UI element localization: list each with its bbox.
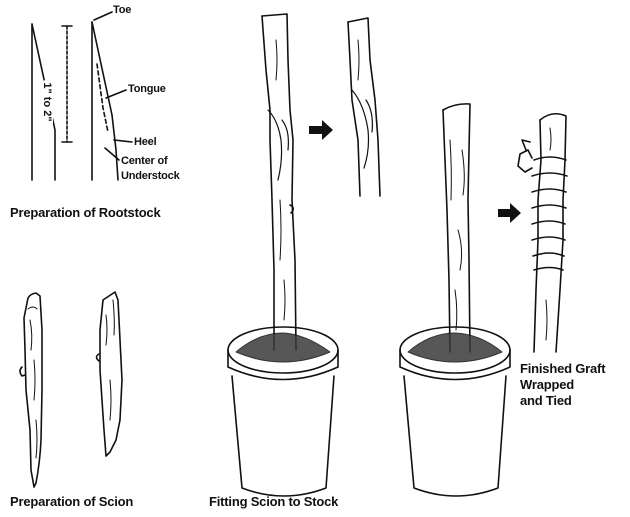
finished-graft (517, 112, 568, 353)
caption-prep-scion: Preparation of Scion (10, 494, 134, 509)
label-center-of-understock-line2: Understock (121, 170, 180, 182)
caption-prep-rootstock: Preparation of Rootstock (10, 205, 161, 220)
joint-closeup (347, 17, 381, 197)
scion-stem-2 (442, 103, 471, 353)
measurement-bar (61, 25, 73, 143)
caption-finished-line1: Finished Graft (520, 361, 606, 376)
caption-finished-line3: and Tied (520, 393, 572, 408)
arrow-right-icon (309, 120, 333, 140)
label-center-of-understock-line1: Center of (121, 155, 168, 167)
label-heel: Heel (134, 136, 157, 148)
label-measurement: 1" to 2" (41, 80, 53, 124)
rootstock-left-cut (31, 23, 56, 181)
fitting-pot (227, 326, 339, 497)
fitting-stem (261, 13, 297, 351)
label-tongue: Tongue (128, 83, 166, 95)
caption-finished-line2: Wrapped (520, 377, 574, 392)
rootstock-leaders (93, 11, 133, 161)
arrow-right-icon (498, 203, 521, 223)
scion-right (95, 291, 123, 457)
scion-left (19, 292, 43, 488)
pot-2 (399, 326, 511, 497)
label-toe: Toe (113, 4, 132, 16)
caption-fitting: Fitting Scion to Stock (209, 494, 339, 509)
rootstock-right-cut (91, 21, 119, 181)
